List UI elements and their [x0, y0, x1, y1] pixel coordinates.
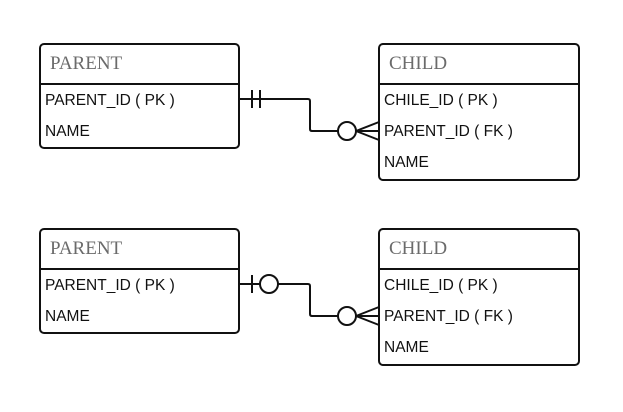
entity-title: PARENT — [41, 45, 238, 85]
entity-attribute: CHILE_ID ( PK ) — [384, 277, 498, 294]
crow-foot-lower-1 — [355, 130, 380, 141]
entity-attribute: NAME — [45, 123, 90, 140]
entity-title: CHILD — [380, 45, 578, 85]
entity-attribute: NAME — [384, 339, 429, 356]
zero-circle-1 — [337, 121, 357, 141]
parent-entity-1: PARENT PARENT_ID ( PK ) NAME — [39, 43, 240, 149]
child-entity-2: CHILD CHILE_ID ( PK ) PARENT_ID ( FK ) N… — [378, 228, 580, 366]
entity-attribute: PARENT_ID ( PK ) — [45, 92, 175, 109]
crow-foot-upper-2 — [355, 306, 380, 317]
entity-attribute: NAME — [45, 308, 90, 325]
crow-foot-lower-2 — [355, 315, 380, 326]
entity-attribute: NAME — [384, 154, 429, 171]
relationship-2 — [240, 274, 380, 326]
zero-circle-2b — [337, 306, 357, 326]
parent-entity-2: PARENT PARENT_ID ( PK ) NAME — [39, 228, 240, 334]
entity-attribute: PARENT_ID ( FK ) — [384, 123, 513, 140]
crow-foot-upper-1 — [355, 121, 380, 132]
entity-attribute: CHILE_ID ( PK ) — [384, 92, 498, 109]
relationship-1 — [240, 90, 380, 141]
zero-circle-2a — [259, 274, 279, 294]
connector-line-1 — [240, 98, 338, 132]
entity-title: CHILD — [380, 230, 578, 270]
child-entity-1: CHILD CHILE_ID ( PK ) PARENT_ID ( FK ) N… — [378, 43, 580, 181]
connector-line-2 — [240, 283, 338, 317]
entity-title: PARENT — [41, 230, 238, 270]
entity-attribute: PARENT_ID ( PK ) — [45, 277, 175, 294]
entity-attribute: PARENT_ID ( FK ) — [384, 308, 513, 325]
